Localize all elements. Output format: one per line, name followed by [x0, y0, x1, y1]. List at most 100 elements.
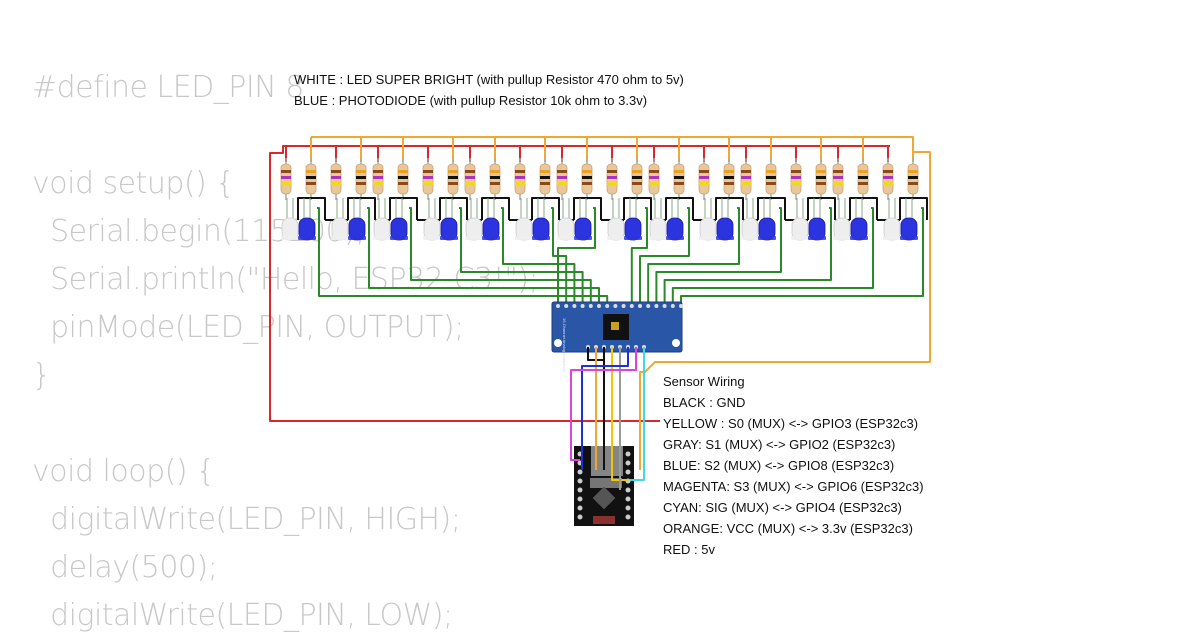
resistor-band — [699, 176, 709, 179]
mux-mount-hole — [554, 339, 562, 347]
wire-gnd-pair — [623, 197, 652, 220]
resistor-band — [649, 182, 659, 185]
resistor-band — [373, 182, 383, 185]
mux-channel-pin — [670, 304, 675, 308]
esp32c3-pin — [625, 460, 631, 466]
resistor-band — [281, 170, 291, 173]
white-led-base — [649, 236, 667, 240]
resistor-band — [557, 170, 567, 173]
resistor-band — [908, 182, 918, 185]
resistor-band — [448, 170, 458, 173]
resistor-band — [649, 170, 659, 173]
esp32c3-pin — [577, 514, 583, 520]
resistor-band — [281, 176, 291, 179]
white-led-base — [607, 236, 625, 240]
blue-photodiode-base — [440, 236, 458, 240]
white-led-base — [699, 236, 717, 240]
white-led-base — [331, 236, 349, 240]
wiring-line: ORANGE: VCC (MUX) <-> 3.3v (ESP32c3) — [663, 521, 913, 536]
resistor-band — [741, 170, 751, 173]
resistor-band — [699, 182, 709, 185]
resistor-band — [557, 182, 567, 185]
resistor-band — [540, 176, 550, 179]
resistor-band — [741, 182, 751, 185]
resistor-band — [766, 170, 776, 173]
resistor-band — [816, 170, 826, 173]
wiring-line: MAGENTA: S3 (MUX) <-> GPIO6 (ESP32c3) — [663, 479, 924, 494]
resistor-band — [833, 182, 843, 185]
wire-5v-rail — [269, 145, 890, 422]
resistor-band — [858, 182, 868, 185]
resistor-band — [515, 182, 525, 185]
blue-photodiode-base — [390, 236, 408, 240]
resistor-band — [607, 176, 617, 179]
resistor-band — [540, 182, 550, 185]
resistor-band — [582, 182, 592, 185]
wire-gnd-pair — [573, 197, 602, 220]
resistor-band — [766, 176, 776, 179]
mux-channel-pin — [556, 304, 560, 308]
resistor-band — [465, 182, 475, 185]
blue-photodiode-base — [574, 236, 592, 240]
resistor-band — [607, 182, 617, 185]
wire-signal — [655, 207, 782, 306]
esp32c3-pin — [577, 496, 583, 502]
resistor-band — [607, 170, 617, 173]
resistor-band — [356, 182, 366, 185]
white-led-base — [741, 236, 759, 240]
code-line: } — [32, 358, 51, 393]
white-led-base — [373, 236, 391, 240]
resistor-band — [423, 176, 433, 179]
wire-gnd-pair — [531, 197, 560, 220]
led-legend: WHITE : LED SUPER BRIGHT (with pullup Re… — [294, 69, 684, 111]
esp32c3-pin — [577, 505, 583, 511]
mux-chip-logo — [611, 322, 619, 330]
resistor-band — [908, 170, 918, 173]
mux-channel-pin — [572, 304, 577, 308]
resistor-band — [448, 182, 458, 185]
wire-gnd-pair — [807, 197, 836, 220]
blue-photodiode-base — [850, 236, 868, 240]
mux-label: 16-Channel Analog Multiplexer — [562, 318, 567, 373]
code-line: void loop() { — [32, 454, 215, 489]
resistor-band — [766, 182, 776, 185]
white-led-base — [423, 236, 441, 240]
wire-gnd-pair — [439, 197, 468, 220]
blue-photodiode-base — [716, 236, 734, 240]
resistor-band — [490, 170, 500, 173]
blue-photodiode-base — [900, 236, 918, 240]
resistor-band — [373, 176, 383, 179]
wire-gnd-pair — [297, 197, 326, 220]
esp32c3-pin — [625, 505, 631, 511]
resistor-band — [306, 176, 316, 179]
mux-channel-pin — [605, 304, 610, 308]
resistor-band — [306, 170, 316, 173]
resistor-band — [306, 182, 316, 185]
white-led-base — [833, 236, 851, 240]
wire-signal — [317, 207, 609, 306]
resistor-band — [791, 182, 801, 185]
mux-channel-pin — [588, 304, 593, 308]
resistor-band — [883, 176, 893, 179]
mux-channel-pin — [580, 304, 585, 308]
wiring-line: GRAY: S1 (MUX) <-> GPIO2 (ESP32c3) — [663, 437, 896, 452]
resistor-band — [398, 182, 408, 185]
resistor-band — [858, 170, 868, 173]
resistor-band — [791, 170, 801, 173]
wire-signal — [647, 207, 740, 306]
wire-gnd-pair — [757, 197, 786, 220]
wire-gnd-pair — [665, 197, 694, 220]
resistor-band — [373, 170, 383, 173]
resistor-band — [883, 182, 893, 185]
wiring-line: RED : 5v — [663, 542, 716, 557]
mux-channel-pin — [621, 304, 626, 308]
white-led-base — [557, 236, 575, 240]
wire-sig — [630, 347, 645, 481]
resistor-band — [674, 170, 684, 173]
white-led-base — [515, 236, 533, 240]
white-led-base — [465, 236, 483, 240]
resistor-band — [582, 176, 592, 179]
white-led-base — [791, 236, 809, 240]
resistor-band — [398, 170, 408, 173]
